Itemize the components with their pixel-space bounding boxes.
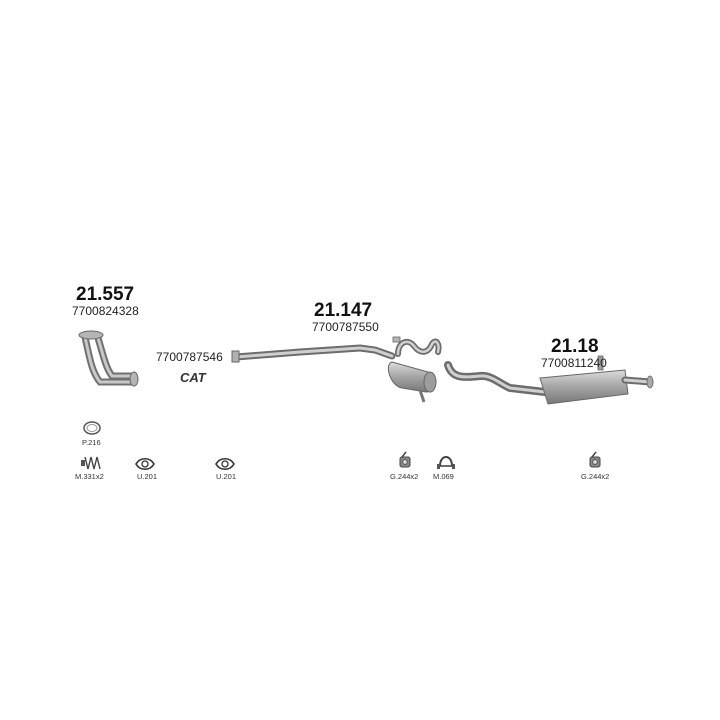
- accessory-code: U.201: [137, 472, 158, 481]
- center-pipe-oem: 7700787546: [156, 350, 223, 364]
- gasket-ring-icon[interactable]: [83, 421, 101, 435]
- spring-bolt-icon[interactable]: [81, 456, 101, 470]
- accessory-code: G.244x2: [581, 472, 610, 481]
- front-pipe-oem: 7700824328: [72, 304, 139, 318]
- accessory-code: M.331x2: [75, 472, 104, 481]
- center-pipe-drawing[interactable]: [231, 344, 396, 363]
- accessory-code: P.216: [82, 438, 101, 447]
- front-pipe-drawing[interactable]: [78, 330, 139, 387]
- accessory-code: G.244x2: [390, 472, 419, 481]
- accessory-code: M.069: [433, 472, 454, 481]
- flange-gasket-icon[interactable]: [135, 457, 155, 471]
- rubber-hanger-icon[interactable]: [399, 451, 411, 468]
- rubber-hanger-icon[interactable]: [589, 451, 601, 468]
- middle-silencer-number: 21.147: [314, 300, 373, 321]
- flange-gasket-icon[interactable]: [215, 457, 235, 471]
- rear-silencer-number: 21.18: [551, 336, 599, 357]
- clamp-icon[interactable]: [437, 456, 455, 469]
- accessory-code: U.201: [216, 472, 237, 481]
- middle-silencer-oem: 7700787550: [312, 320, 379, 334]
- front-pipe-number: 21.557: [76, 284, 135, 305]
- rear-silencer-drawing[interactable]: [444, 355, 654, 405]
- catalyst-tag: CAT: [180, 370, 206, 385]
- middle-silencer-drawing[interactable]: [387, 336, 442, 403]
- rear-silencer-oem: 7700811240: [541, 356, 607, 370]
